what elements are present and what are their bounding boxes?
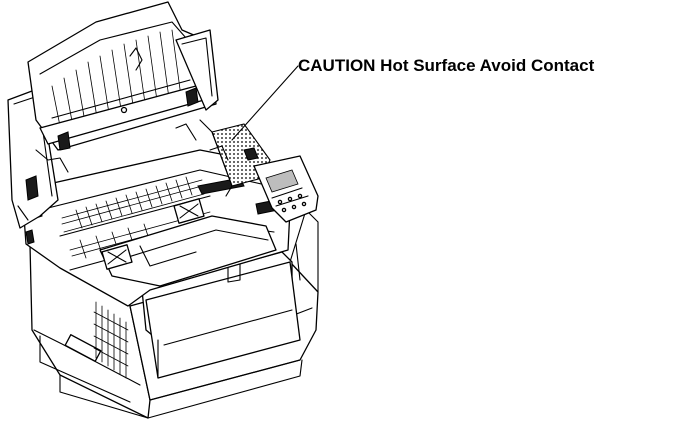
front-cover [141,251,301,379]
roller-ridges [61,176,213,259]
cartridge-marker-right [173,198,205,224]
callout-leader-line [231,65,299,141]
caution-callout-label: CAUTION Hot Surface Avoid Contact [298,56,595,75]
cartridge-marker-left [101,244,133,270]
rear-lid-open [27,1,217,173]
control-panel [253,155,319,223]
vent-grille [93,301,129,379]
printer-cavity [21,149,293,307]
tray-handle [64,334,102,362]
rear-side-panel [175,29,219,111]
lcd-display [265,169,299,193]
